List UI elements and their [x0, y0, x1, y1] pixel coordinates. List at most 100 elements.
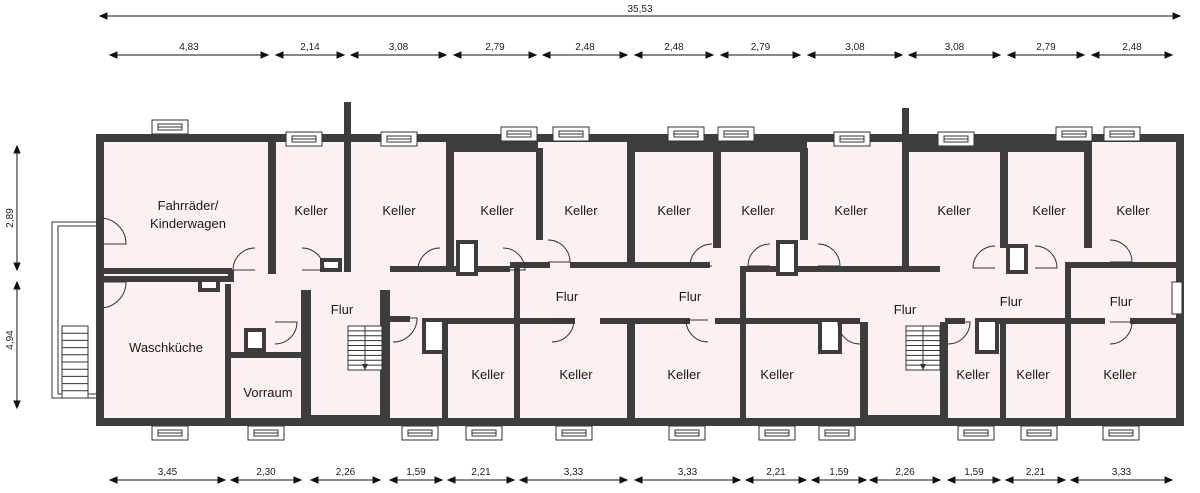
door [1109, 239, 1133, 263]
stair [347, 325, 383, 371]
top-dim-label: 3,08 [845, 42, 865, 53]
top-dim-arrow [1090, 51, 1174, 59]
bottom-dim-label: 3,33 [564, 467, 584, 478]
window [465, 425, 503, 441]
window [1102, 425, 1140, 441]
shaft [244, 328, 266, 352]
room-label-flur: Flur [1000, 294, 1023, 309]
outer-wall-right [1176, 134, 1184, 426]
bottom-dim-label: 1,59 [406, 467, 426, 478]
door [99, 217, 127, 245]
doors [99, 217, 1133, 345]
bottom-dim-label: 2,26 [895, 467, 915, 478]
room-label-keller: Keller [382, 203, 416, 218]
shafts [198, 240, 1028, 354]
shaft [320, 258, 342, 272]
room-label-keller: Keller [559, 367, 593, 382]
bottom-dim-label: 2,26 [336, 467, 356, 478]
window [285, 131, 323, 147]
shaft [198, 278, 220, 292]
door [551, 319, 575, 343]
top-dim-label: 4,83 [179, 42, 199, 53]
room-label-keller: Keller [741, 203, 775, 218]
top-dim-arrow [719, 51, 802, 59]
shaft [776, 240, 798, 276]
room-label-kinderwagen: Kinderwagen [150, 216, 226, 231]
room-label-keller: Keller [1116, 203, 1150, 218]
windows [151, 119, 1141, 441]
room-label-keller: Keller [937, 203, 971, 218]
room-label-keller: Keller [834, 203, 868, 218]
window [1020, 425, 1058, 441]
top-dim-arrow [541, 51, 629, 59]
room-label-flur: Flur [1110, 294, 1133, 309]
top-dim-arrow [108, 51, 270, 59]
door [99, 281, 127, 309]
top-dim-arrow [633, 51, 715, 59]
room-label-keller: Keller [294, 203, 328, 218]
bottom-dim-label: 2,30 [256, 467, 276, 478]
top-dim-arrow [452, 51, 538, 59]
shaft [422, 318, 446, 354]
window [818, 425, 856, 441]
shaft [818, 318, 842, 354]
top-dim-label: 2,79 [1036, 42, 1056, 53]
door [747, 243, 771, 267]
window [957, 425, 995, 441]
shaft [456, 240, 478, 276]
top-dim-label: 2,14 [300, 42, 320, 53]
room-label-keller: Keller [760, 367, 794, 382]
window [717, 126, 755, 142]
window [1055, 126, 1093, 142]
bottom-dim-label: 1,59 [964, 467, 984, 478]
door [417, 247, 441, 271]
bottom-dim-label: 3,33 [678, 467, 698, 478]
room-label-flur: Flur [331, 302, 354, 317]
bottom-dim-arrow [633, 476, 742, 484]
top-dim-arrow [349, 51, 448, 59]
bottom-dim-label: 3,33 [1112, 467, 1132, 478]
bottom-dim-label: 2,21 [471, 467, 491, 478]
interior-stairs [347, 325, 941, 371]
door [502, 247, 526, 271]
window [668, 425, 706, 441]
room-label-flur: Flur [894, 302, 917, 317]
bottom-dim-arrow [446, 476, 516, 484]
bottom-dim-label: 1,59 [829, 467, 849, 478]
room-label-keller: Keller [1103, 367, 1137, 382]
door [301, 247, 325, 271]
walls [96, 102, 1184, 426]
door [947, 321, 971, 345]
bottom-dim-label: 2,21 [1026, 467, 1046, 478]
bottom-dim-arrow [1004, 476, 1067, 484]
stair [905, 325, 941, 371]
dimension-lines [13, 12, 1182, 484]
door [274, 321, 298, 345]
bottom-dim-arrow [108, 476, 227, 484]
room-label-keller: Keller [1016, 367, 1050, 382]
shaft [1006, 244, 1028, 274]
top-dim-label: 2,79 [485, 42, 505, 53]
top-dim-arrow [274, 51, 346, 59]
top-dim-label: 3,08 [389, 42, 409, 53]
window [1103, 126, 1141, 142]
door [685, 319, 709, 343]
top-dim-label: 2,48 [664, 42, 684, 53]
top-dim-arrow [1006, 51, 1086, 59]
window [758, 425, 796, 441]
left-dim-label-lower: 4,94 [5, 330, 16, 350]
room-label-keller: Keller [657, 203, 691, 218]
entrance-steps [51, 221, 101, 399]
bottom-dim-arrow [946, 476, 1002, 484]
top-dim-label: 3,08 [945, 42, 965, 53]
door [547, 239, 571, 263]
bottom-dim-arrow [229, 476, 303, 484]
room-label-vorraum: Vorraum [243, 385, 292, 400]
end-window [1171, 281, 1183, 315]
bottom-dim-arrow [810, 476, 868, 484]
door [817, 243, 841, 267]
window [247, 425, 285, 441]
room-label-keller: Keller [1032, 203, 1066, 218]
door [972, 245, 996, 269]
room-label-keller: Keller [480, 203, 514, 218]
